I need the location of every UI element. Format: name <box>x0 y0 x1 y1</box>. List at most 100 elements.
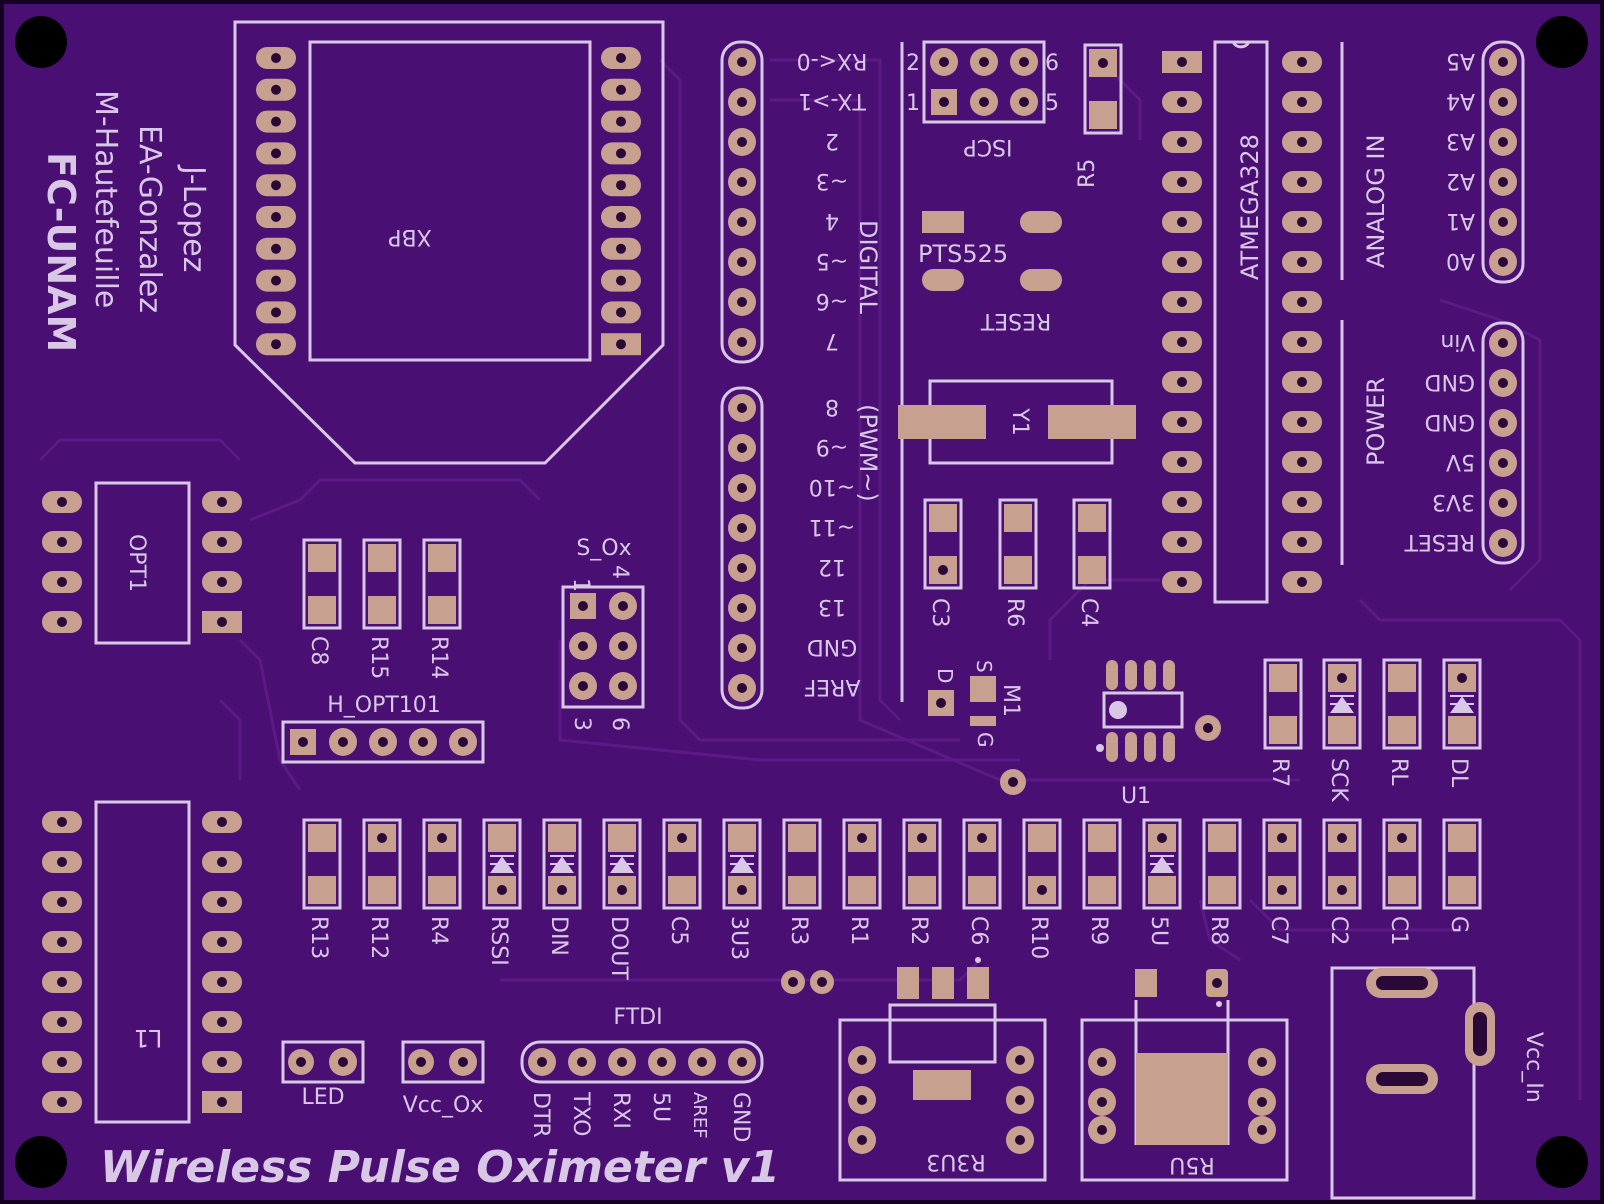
r5v-label: R5U <box>1169 1152 1214 1177</box>
digital-subtitle: (PWM~) <box>854 404 882 502</box>
r3v3-label: R3U3 <box>926 1149 985 1174</box>
indicator-label: RL <box>1386 758 1411 786</box>
indicator-part-outline <box>1442 658 1482 750</box>
reset-switch-part: PTS525 <box>918 240 1008 268</box>
l1-label: L1 <box>134 1024 163 1052</box>
credit-org: FC-UNAM <box>39 152 83 352</box>
iscp-n2: 2 <box>906 51 920 76</box>
ftdi-pin-label: TXO <box>568 1091 593 1136</box>
smd-part-pad-bottom <box>1004 556 1032 584</box>
bottom-part-label: C5 <box>666 916 691 945</box>
bottom-part-label: R12 <box>366 916 391 959</box>
bottom-part-pad-bottom <box>368 876 396 904</box>
smd-part-outline <box>1072 498 1112 590</box>
bottom-part-pad-top <box>728 824 756 852</box>
digital-pin-label: ~5 <box>816 248 848 273</box>
s-ox-n6: 6 <box>607 717 632 731</box>
bottom-part-label: C6 <box>966 916 991 945</box>
smd-part-pad-top <box>1078 504 1106 532</box>
indicator-label: R7 <box>1267 758 1292 787</box>
bottom-part-pad-top <box>1088 824 1116 852</box>
bottom-part-pad-top <box>788 824 816 852</box>
bottom-part-label: R10 <box>1026 916 1051 959</box>
bottom-part-label: R13 <box>306 916 331 959</box>
digital-pin-label: 13 <box>818 594 846 619</box>
bottom-part-pad-top <box>608 824 636 852</box>
xbee-label: XBP <box>388 224 431 249</box>
h-opt101-header: H_OPT101 <box>281 693 485 764</box>
power-pin-label: GND <box>1425 409 1475 434</box>
indicator-part-outline <box>1382 658 1422 750</box>
bottom-part-outline <box>482 818 522 910</box>
bottom-part-label: C2 <box>1326 916 1351 945</box>
ftdi-pin-label: GND <box>728 1092 753 1142</box>
r5-footprint: R5 <box>1075 43 1123 188</box>
atmega-label: ATMEGA328 <box>1236 134 1264 280</box>
indicator-part-pad-top <box>1269 664 1297 692</box>
bottom-part-pad-bottom <box>1208 876 1236 904</box>
smd-part-label: C8 <box>306 636 331 665</box>
bottom-part-label: R9 <box>1086 916 1111 945</box>
power-pin-label: 5V <box>1446 449 1475 474</box>
bottom-part-pad-top <box>308 824 336 852</box>
ftdi-pin-label: RXI <box>608 1092 633 1129</box>
power-pin-label: GND <box>1425 369 1475 394</box>
smd-part-pad-top <box>368 544 396 572</box>
h-opt101-label: H_OPT101 <box>327 693 441 718</box>
smd-part-outline <box>302 538 342 630</box>
bottom-part-label: R3 <box>786 916 811 945</box>
mount-hole-br <box>1536 1136 1588 1188</box>
bottom-part-label: G <box>1446 916 1471 933</box>
power-pin-label: Vin <box>1440 329 1475 354</box>
s-ox-n4: 4 <box>607 565 632 579</box>
bottom-part-label: DIN <box>546 916 571 956</box>
smd-part-pad-bottom <box>308 596 336 624</box>
digital-pin-label: ~9 <box>816 434 848 459</box>
bottom-part-label: 3U3 <box>726 916 751 960</box>
bottom-part-label: C1 <box>1386 916 1411 945</box>
smd-part-label: C3 <box>927 598 952 627</box>
vcc-in-jack: Vcc_In <box>1330 966 1546 1200</box>
credit-author1: J-Lopez <box>176 164 211 272</box>
ftdi-pin-label: AREF <box>689 1092 710 1139</box>
digital-pin-label: 4 <box>825 208 839 233</box>
digital-header: RX<-0TX->12~34~5~678~9~10~111213GNDAREF … <box>720 40 904 710</box>
smd-part-label: R6 <box>1002 598 1027 627</box>
bottom-part-label: 5U <box>1146 916 1171 946</box>
r5-label: R5 <box>1075 159 1100 188</box>
bottom-part-label: DOUT <box>606 916 631 980</box>
bottom-part-pad-bottom <box>428 876 456 904</box>
iscp-label: ISCP <box>963 134 1012 159</box>
bottom-part-outline <box>722 818 762 910</box>
bottom-part-pad-top <box>488 824 516 852</box>
opt1-footprint: OPT1 <box>42 481 242 645</box>
bottom-part-pad-bottom <box>1388 876 1416 904</box>
led-header: LED <box>281 1040 365 1110</box>
digital-pin-label: ~10 <box>809 474 855 499</box>
smd-part-label: C4 <box>1076 598 1101 627</box>
vcc-ox-label: Vcc_Ox <box>403 1093 484 1118</box>
bottom-part-outline <box>542 818 582 910</box>
power-pin-label: 3V3 <box>1432 489 1475 514</box>
bottom-part-pad-top <box>1208 824 1236 852</box>
bottom-part-outline <box>902 818 942 910</box>
analog-pin-label: A0 <box>1446 248 1475 273</box>
bottom-part-outline <box>1442 818 1482 910</box>
iscp-header: 2 1 6 5 ISCP <box>906 40 1059 159</box>
led-label: LED <box>301 1085 344 1110</box>
xbee-footprint: XBP <box>233 20 665 465</box>
power-title: POWER <box>1362 377 1390 466</box>
bottom-part-pad-top <box>1028 824 1056 852</box>
reset-switch-label: RESET <box>980 308 1051 333</box>
bottom-part-outline <box>602 818 642 910</box>
digital-pin-label: 7 <box>825 328 839 353</box>
bottom-part-outline <box>1022 818 1062 910</box>
copper-traces <box>38 58 1582 1100</box>
bottom-part-label: R1 <box>846 916 871 945</box>
mount-hole-tr <box>1536 16 1588 68</box>
mosfet-g: G <box>973 732 997 748</box>
bottom-part-label: RSSI <box>486 916 511 966</box>
smd-part-outline <box>998 498 1038 590</box>
digital-title: DIGITAL <box>854 220 882 314</box>
